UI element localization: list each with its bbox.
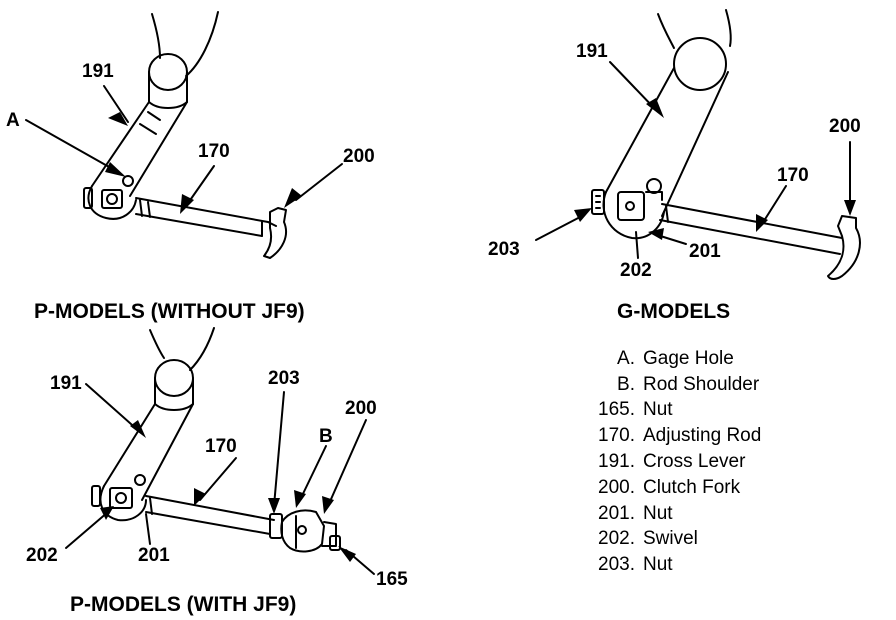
legend-text: Nut <box>643 502 673 524</box>
callout-165-p-with: 165 <box>376 569 408 590</box>
p-with-jf9-drawing <box>92 328 340 551</box>
legend-key: 202. <box>598 528 635 550</box>
legend-item: 202. Swivel <box>585 527 761 553</box>
g-models-drawing <box>592 10 860 279</box>
legend-text: Gage Hole <box>643 347 734 369</box>
legend-item: 170. Adjusting Rod <box>585 423 761 449</box>
legend-item: 191. Cross Lever <box>585 449 761 475</box>
callout-191-p-with: 191 <box>50 373 82 394</box>
legend-item: 201. Nut <box>585 501 761 527</box>
legend-item: A. Gage Hole <box>585 346 761 372</box>
legend-key: 165. <box>598 399 635 421</box>
caption-p-models-with-jf9: P-MODELS (WITH JF9) <box>70 593 297 616</box>
callout-200-g: 200 <box>829 116 861 137</box>
callout-191-g: 191 <box>576 41 608 62</box>
callout-b-rod-shoulder: B <box>319 426 333 447</box>
legend-text: Cross Lever <box>643 451 746 473</box>
callout-203-p-with: 203 <box>268 368 300 389</box>
callout-201-g: 201 <box>689 241 721 262</box>
callout-201-p-with: 201 <box>138 545 170 566</box>
legend-text: Clutch Fork <box>643 476 741 498</box>
legend-key: 203. <box>598 554 635 576</box>
legend-item: 200. Clutch Fork <box>585 475 761 501</box>
legend-key: 201. <box>598 502 635 524</box>
legend-item: B. Rod Shoulder <box>585 372 761 398</box>
legend-key: 170. <box>598 425 635 447</box>
legend-key: B. <box>617 373 635 395</box>
callout-202-g: 202 <box>620 260 652 281</box>
legend-text: Adjusting Rod <box>643 425 762 447</box>
caption-g-models: G-MODELS <box>617 300 731 323</box>
p-without-jf9-drawing <box>84 12 286 258</box>
legend-key: 191. <box>598 451 635 473</box>
callout-170-p-with: 170 <box>205 436 237 457</box>
callout-200-p-with: 200 <box>345 398 377 419</box>
legend-text: Swivel <box>643 528 698 550</box>
callout-191-p-without: 191 <box>82 61 114 82</box>
callout-170-p-without: 170 <box>198 141 230 162</box>
callout-203-g: 203 <box>488 239 520 260</box>
callout-170-g: 170 <box>777 165 809 186</box>
legend-text: Rod Shoulder <box>643 373 760 395</box>
caption-p-models-without-jf9: P-MODELS (WITHOUT JF9) <box>34 300 305 323</box>
legend-text: Nut <box>643 554 673 576</box>
legend-key: A. <box>617 347 635 369</box>
legend-key: 200. <box>598 476 635 498</box>
legend-item: 203. Nut <box>585 552 761 578</box>
legend-text: Nut <box>643 399 673 421</box>
callout-a-gage-hole: A <box>6 110 20 131</box>
legend-item: 165. Nut <box>585 398 761 424</box>
callout-200-p-without: 200 <box>343 146 375 167</box>
callout-202-p-with: 202 <box>26 545 58 566</box>
